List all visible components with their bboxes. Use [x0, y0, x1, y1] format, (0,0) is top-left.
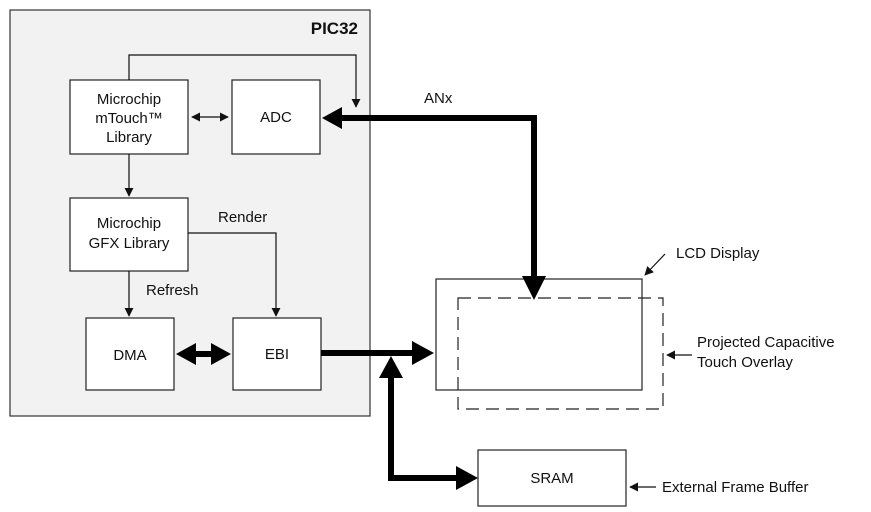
- adc-block: ADC: [231, 79, 321, 155]
- ebi-block: EBI: [232, 317, 322, 391]
- lcd-display-label: LCD Display: [676, 245, 760, 262]
- anx-bus-arrowhead-display: [522, 276, 546, 300]
- dma-label: DMA: [113, 347, 146, 364]
- anx-bus-line: [340, 115, 537, 280]
- gfx-library-block: Microchip GFX Library: [69, 197, 189, 272]
- refresh-label: Refresh: [146, 282, 199, 299]
- ebi-to-display-arrowhead: [412, 341, 434, 365]
- gfx-line2: GFX Library: [89, 235, 170, 252]
- mtouch-line1: Microchip: [97, 91, 161, 108]
- mtouch-line2: mTouch™: [95, 110, 163, 127]
- render-label: Render: [218, 209, 267, 226]
- gfx-line1: Microchip: [97, 215, 161, 232]
- dma-block: DMA: [85, 317, 175, 391]
- touch-overlay-outline: [457, 297, 664, 410]
- render-line: [188, 232, 281, 317]
- lcd-display-block: [435, 278, 643, 391]
- mtouch-to-adc-feedback-line: [128, 54, 361, 108]
- frame-buffer-label: External Frame Buffer: [662, 479, 808, 496]
- dma-ebi-arrowhead-right: [211, 343, 231, 365]
- mtouch-line3: Library: [106, 129, 152, 146]
- pic32-title: PIC32: [311, 19, 358, 38]
- touch-overlay-label-line1: Projected Capacitive: [697, 334, 835, 351]
- sram-bus-arrowhead-up: [379, 356, 403, 378]
- touch-overlay-label-line2: Touch Overlay: [697, 354, 793, 371]
- adc-label: ADC: [260, 109, 292, 126]
- ebi-label: EBI: [265, 346, 289, 363]
- sram-bus-arrowhead-right: [456, 466, 478, 490]
- anx-bus-arrowhead-adc: [322, 107, 342, 129]
- sram-bus-line: [388, 375, 460, 481]
- mtouch-library-block: Microchip mTouch™ Library: [69, 79, 189, 155]
- anx-label: ANx: [424, 90, 453, 107]
- dma-ebi-arrowhead-left: [176, 343, 196, 365]
- sram-label: SRAM: [530, 470, 573, 487]
- lcd-display-pointer: [644, 253, 666, 276]
- sram-block: SRAM: [477, 449, 627, 507]
